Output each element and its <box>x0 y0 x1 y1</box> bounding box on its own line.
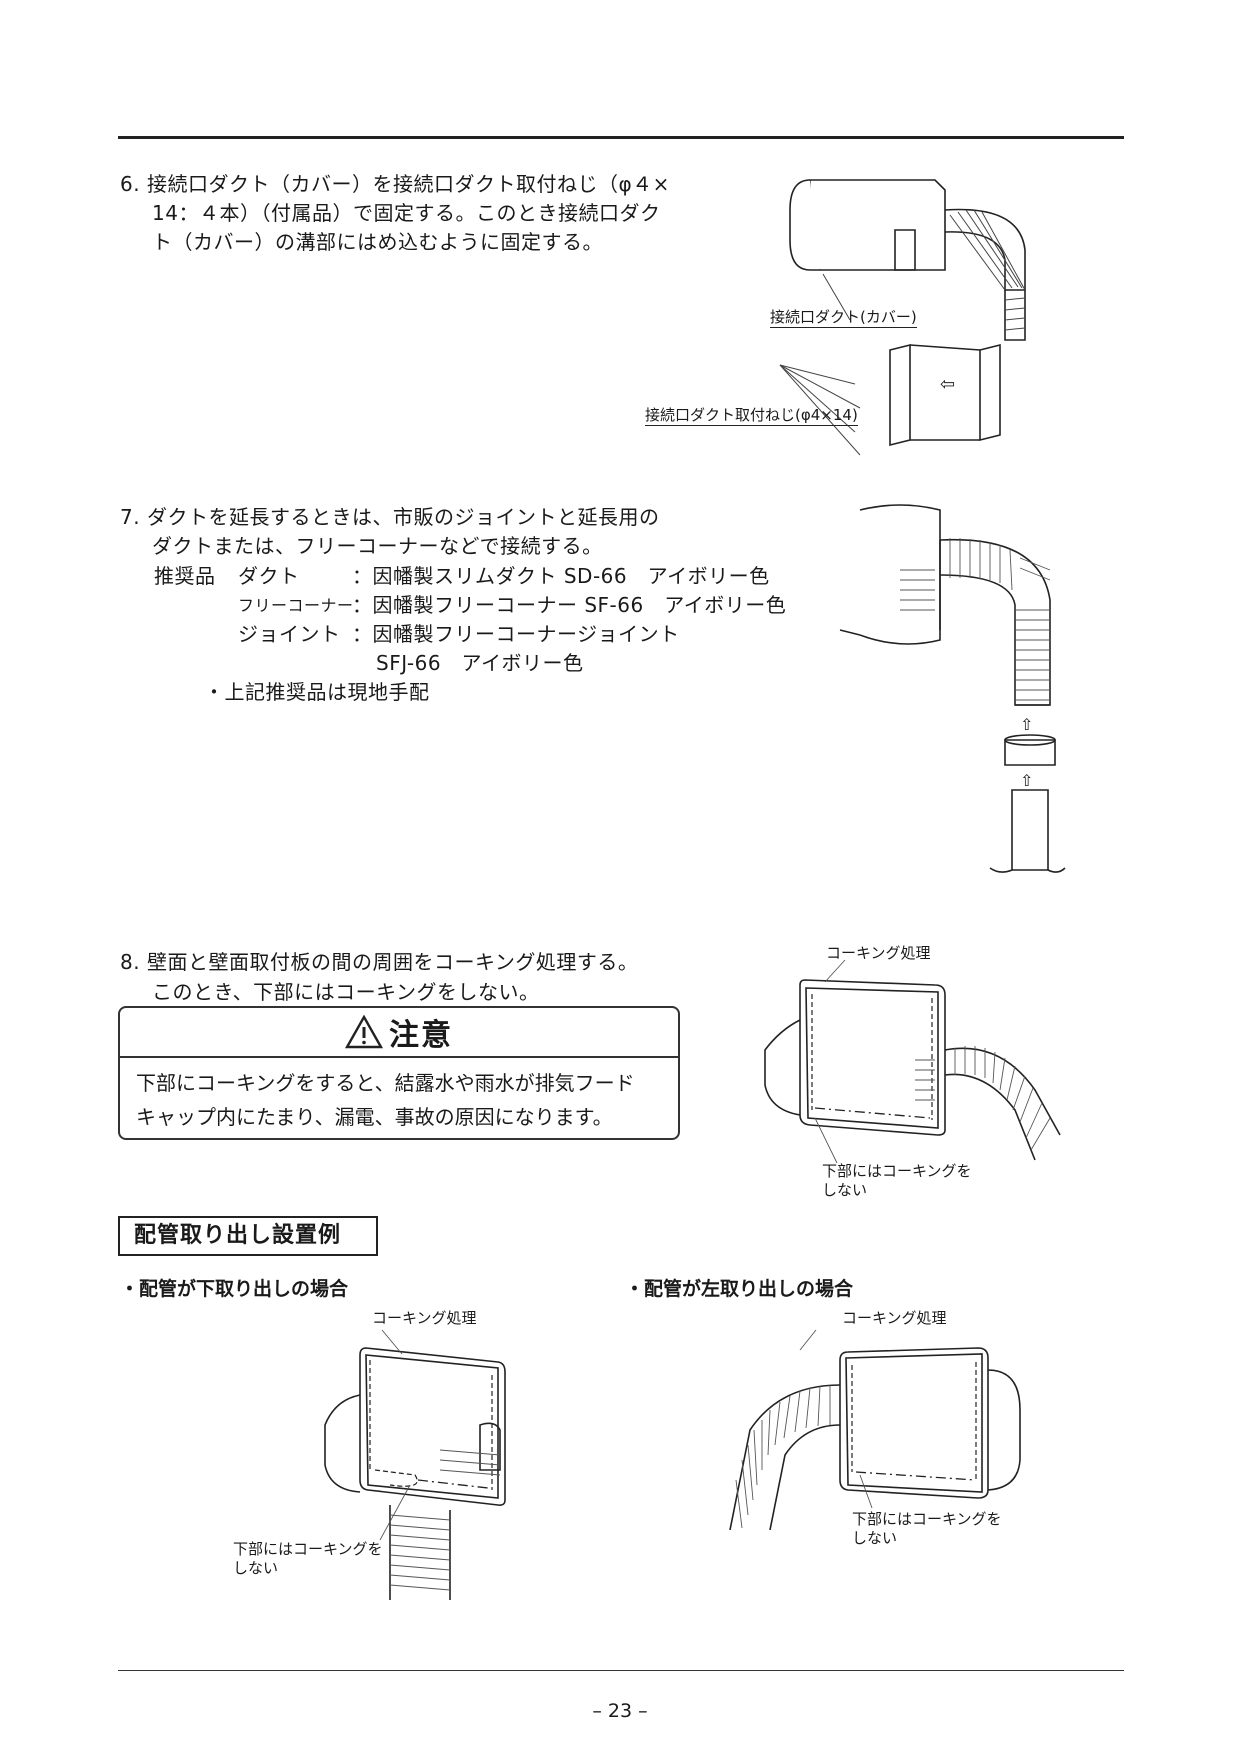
bottom-outlet-figure <box>324 1329 506 1600</box>
step6-line-3: ト（カバー）の溝部にはめ込むように固定する。 <box>152 230 603 254</box>
page-number: – 23 – <box>592 1700 648 1722</box>
item-joint-name: ジョイント <box>238 622 341 646</box>
step7-line-2: ダクトまたは、フリーコーナーなどで接続する。 <box>152 534 603 558</box>
step6-line-2: 14：４本）（付属品）で固定する。このとき接続口ダク <box>152 201 661 225</box>
step8-line-2: このとき、下部にはコーキングをしない。 <box>152 980 540 1004</box>
caution-box: 注意 下部にコーキングをすると、結露水や雨水が排気フード キャップ内にたまり、漏… <box>118 1006 680 1140</box>
svg-text:⇦: ⇦ <box>940 374 955 395</box>
step8-caulk-label: コーキング処理 <box>826 944 931 962</box>
bottom-rule <box>118 1670 1124 1671</box>
example-bottom-caulk-label: コーキング処理 <box>372 1309 477 1327</box>
item-corner-name: フリーコーナー <box>238 596 354 615</box>
warning-icon <box>344 1014 384 1049</box>
duct-extension-figure: ⇧ ⇧ <box>839 504 1066 873</box>
item-duct-name: ダクト <box>238 564 300 588</box>
example-left-caulk-label: コーキング処理 <box>842 1309 947 1327</box>
step8-line-1: 8. 壁面と壁面取付板の間の周囲をコーキング処理する。 <box>120 950 639 974</box>
example-bottom-no-caulk-1: 下部にはコーキングを <box>233 1540 383 1558</box>
item-joint-value: ：因幡製フリーコーナージョイント <box>352 622 680 646</box>
recommend-note: ・上記推奨品は現地手配 <box>204 680 430 704</box>
duct-cover-figure: ⇦ <box>779 179 1026 456</box>
svg-text:⇧: ⇧ <box>1020 771 1033 790</box>
top-rule <box>118 136 1124 139</box>
label-duct-cover: 接続口ダクト(カバー) <box>770 308 917 328</box>
item-duct-value: ：因幡製スリムダクト SD-66 アイボリー色 <box>352 564 770 588</box>
svg-text:⇧: ⇧ <box>1020 715 1033 734</box>
step8-no-caulk-label-1: 下部にはコーキングを <box>822 1162 972 1180</box>
example-left-no-caulk-1: 下部にはコーキングを <box>852 1510 1002 1528</box>
step8-no-caulk-label-2: しない <box>822 1181 868 1199</box>
caulking-figure <box>764 959 1061 1164</box>
caution-header: 注意 <box>120 1008 678 1058</box>
step7-line-1: 7. ダクトを延長するときは、市販のジョイントと延長用の <box>120 505 660 529</box>
example-left-no-caulk-2: しない <box>852 1529 898 1547</box>
example-bottom-no-caulk-2: しない <box>233 1559 279 1577</box>
left-outlet-figure <box>729 1329 1021 1531</box>
item-corner-value: ：因幡製フリーコーナー SF-66 アイボリー色 <box>352 593 787 617</box>
caution-title: 注意 <box>389 1018 453 1053</box>
example-bottom-title: ・配管が下取り出しの場合 <box>120 1278 349 1300</box>
section-title: 配管取り出し設置例 <box>118 1216 378 1256</box>
item-joint-cont: SFJ-66 アイボリー色 <box>376 651 584 675</box>
example-left-title: ・配管が左取り出しの場合 <box>625 1278 854 1300</box>
caution-line-1: 下部にコーキングをすると、結露水や雨水が排気フード <box>136 1071 635 1095</box>
step6-line-1: 6. 接続口ダクト（カバー）を接続口ダクト取付ねじ（φ４× <box>120 172 670 196</box>
caution-line-2: キャップ内にたまり、漏電、事故の原因になります。 <box>136 1105 613 1129</box>
recommend-label: 推奨品 <box>154 564 216 588</box>
label-duct-screw: 接続口ダクト取付ねじ(φ4×14) <box>645 406 858 426</box>
